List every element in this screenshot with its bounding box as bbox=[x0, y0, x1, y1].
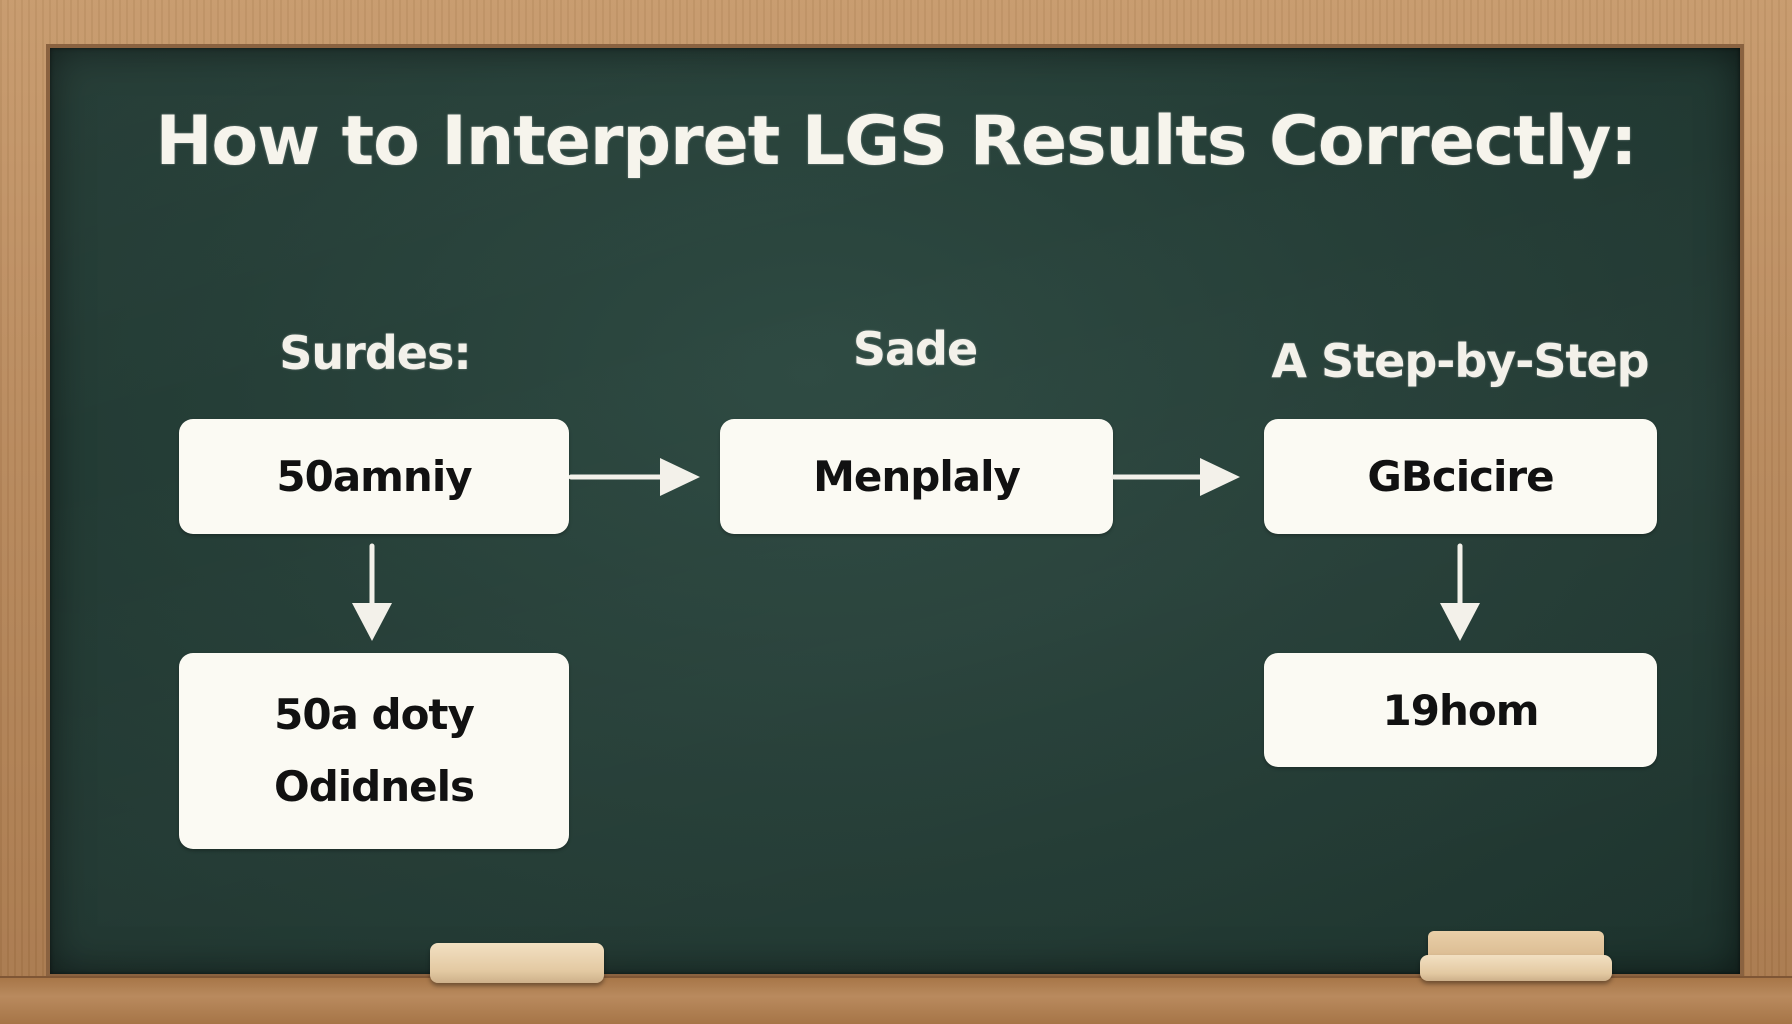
flow-box-2-label: Menplaly bbox=[813, 452, 1021, 501]
flow-box-4-line-1: 50a doty bbox=[274, 690, 475, 739]
flow-box-1-label: 50amniy bbox=[276, 452, 472, 501]
page-title: How to Interpret LGS Results Correctly: bbox=[155, 102, 1638, 181]
flow-box-5-label: 19hom bbox=[1382, 685, 1540, 735]
flow-box-2: Menplaly bbox=[720, 419, 1113, 534]
flow-box-4: 50a doty Odidnels bbox=[179, 653, 569, 849]
flow-box-3-label: GBcicire bbox=[1367, 452, 1554, 501]
flow-box-3: GBcicire bbox=[1264, 419, 1657, 534]
flow-box-5: 19hom bbox=[1264, 653, 1657, 767]
flow-box-1: 50amniy bbox=[179, 419, 569, 534]
column-heading-1: Surdes: bbox=[279, 326, 471, 380]
eraser-right bbox=[1420, 955, 1612, 981]
flow-box-4-line-2: Odidnels bbox=[273, 762, 475, 811]
column-heading-3: A Step-by-Step bbox=[1271, 334, 1649, 388]
eraser-left bbox=[430, 943, 604, 983]
chalk-tray bbox=[0, 976, 1792, 1024]
column-heading-2: Sade bbox=[852, 322, 978, 376]
